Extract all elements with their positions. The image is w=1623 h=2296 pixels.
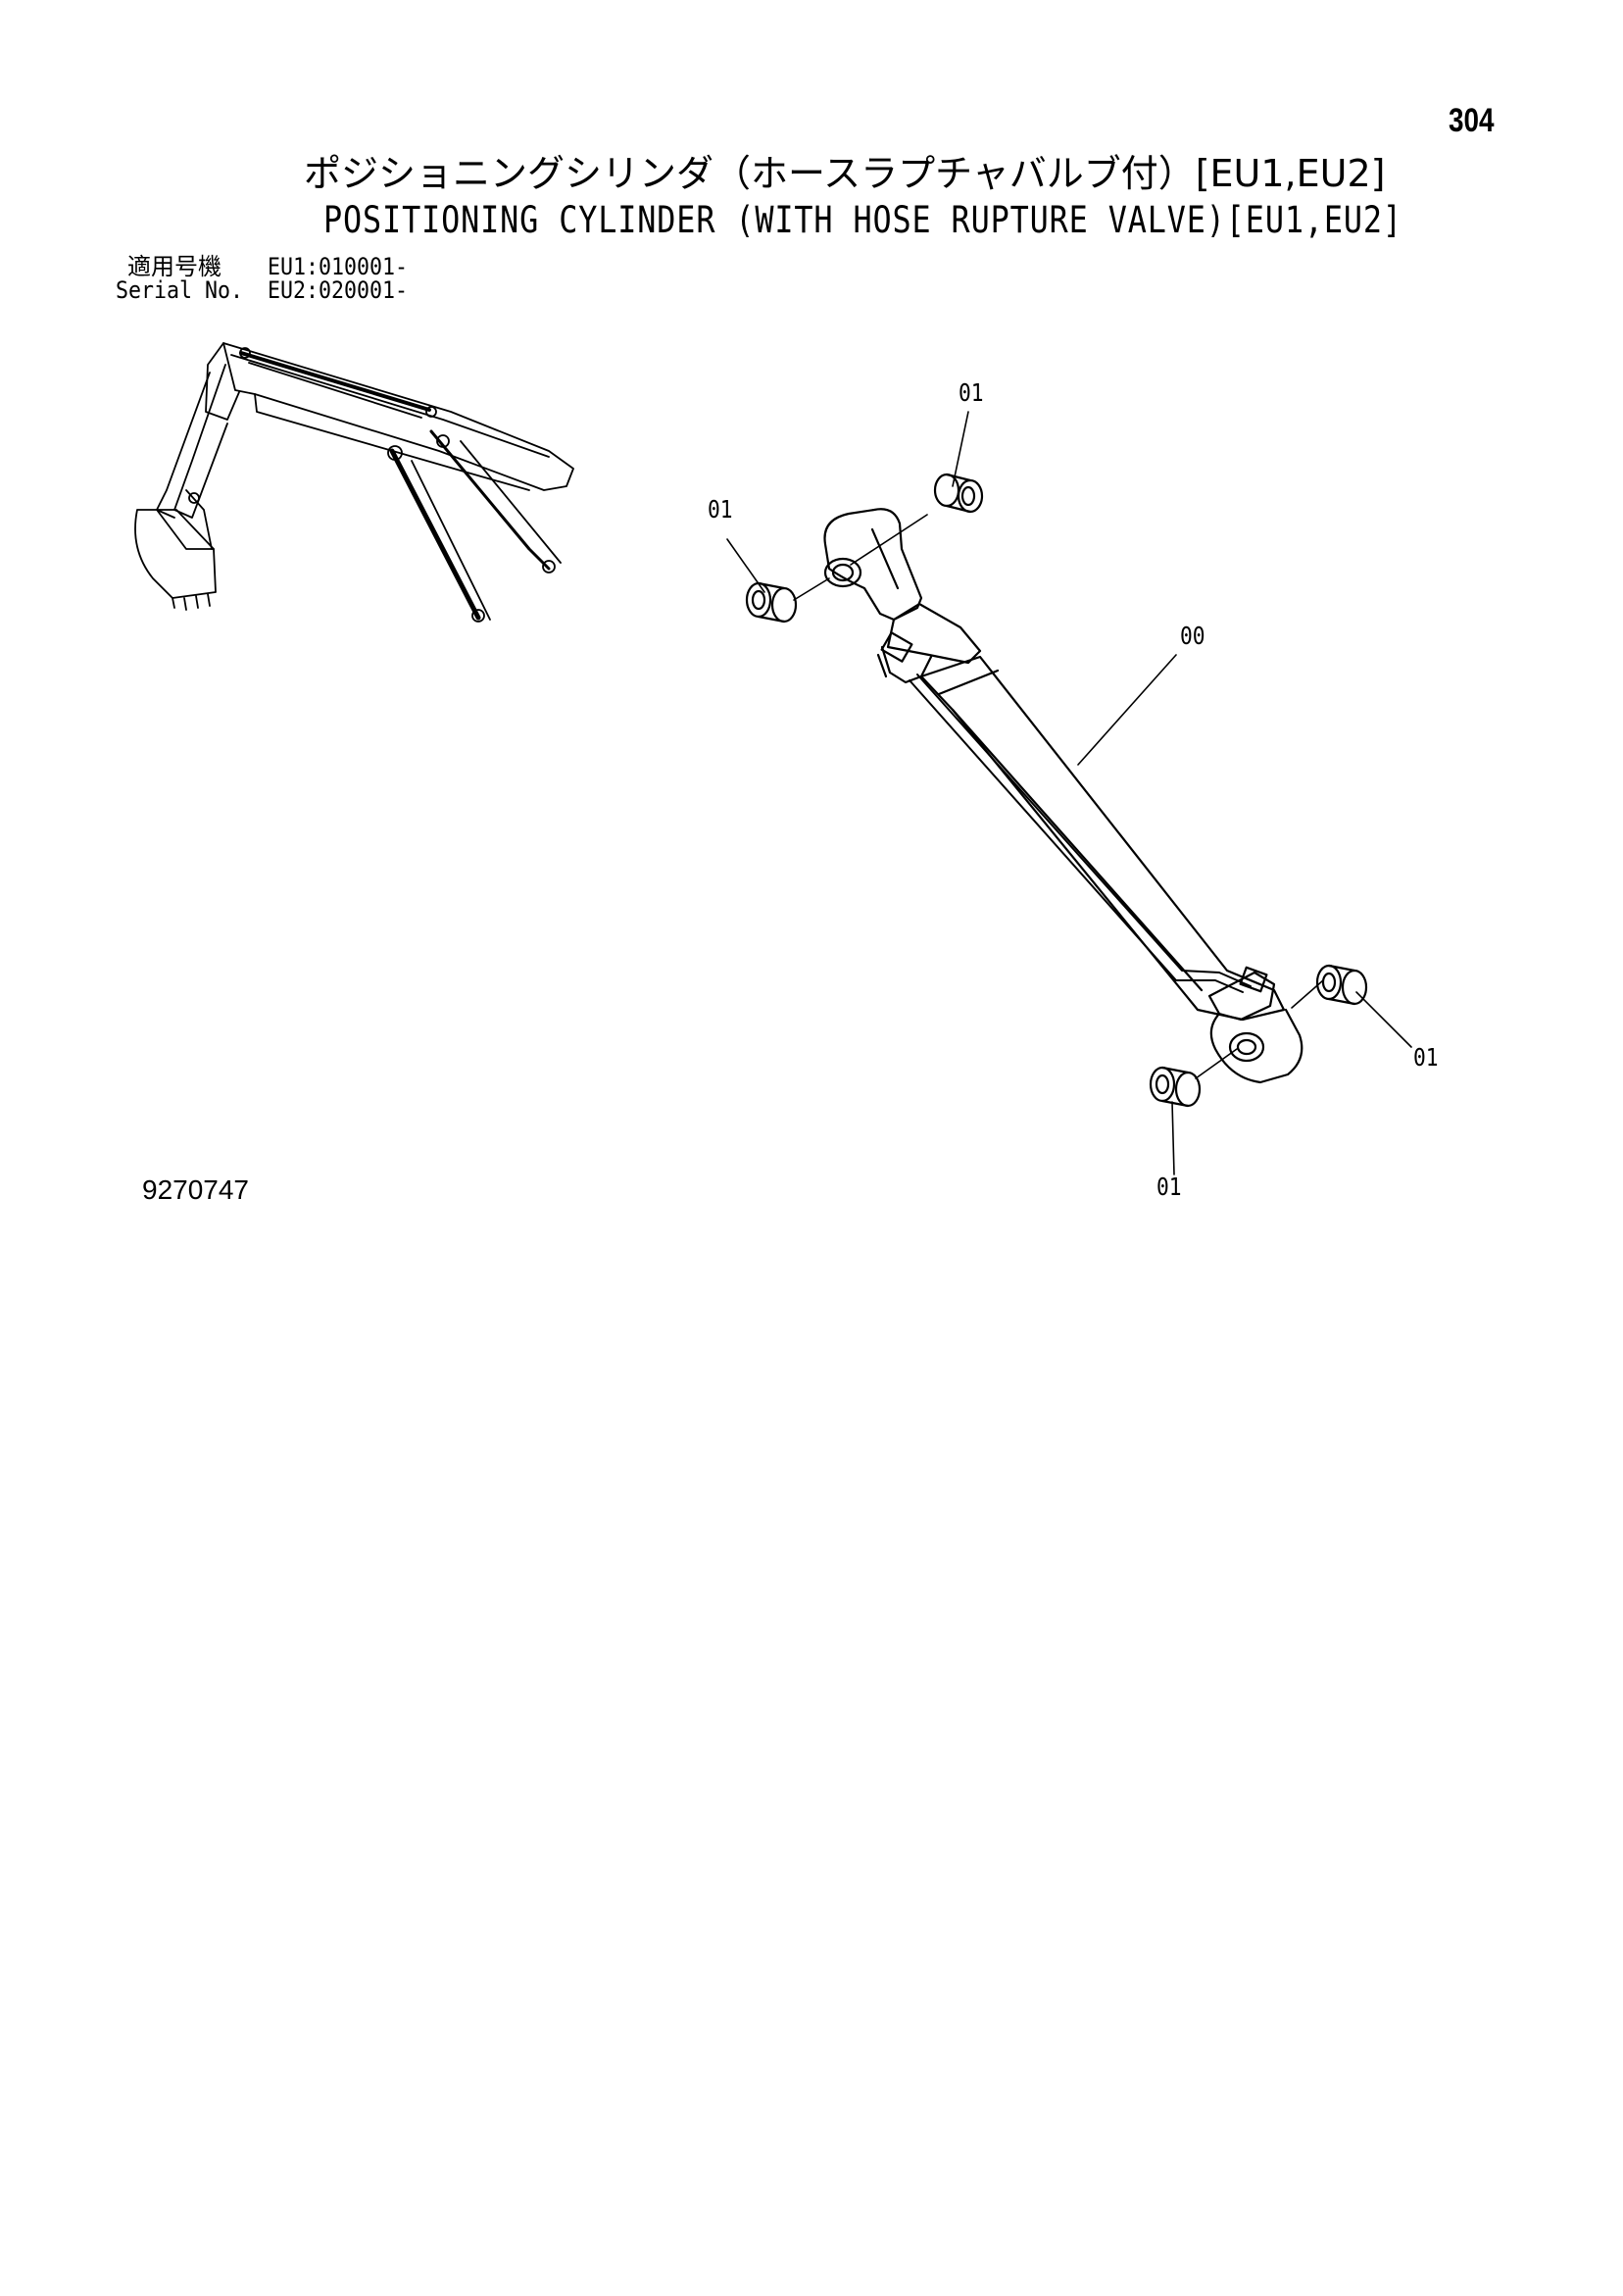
callout-cylinder: 00 (1180, 622, 1205, 650)
bushing-bottom-right (1315, 964, 1368, 1006)
leader-lines (726, 411, 1412, 1175)
page-title-japanese: ポジショニングシリンダ（ホースラプチャバルブ付）[EU1,EU2] (304, 152, 1386, 195)
page-title-english: POSITIONING CYLINDER (WITH HOSE RUPTURE … (323, 199, 1402, 241)
page-number: 304 (1449, 102, 1495, 139)
serial-label-japanese: 適用号機 (127, 253, 221, 280)
callout-bushing-bottom-left: 01 (1156, 1173, 1182, 1201)
positioning-cylinder (823, 508, 1303, 1084)
serial-range-eu1: EU1:010001- (268, 253, 409, 280)
callout-bushing-bottom-right: 01 (1413, 1043, 1439, 1072)
drawing-number: 9270747 (142, 1174, 250, 1205)
bushing-top-right (933, 473, 984, 514)
bushing-bottom-left (1149, 1066, 1202, 1108)
callout-bushing-top-left: 01 (708, 495, 733, 524)
serial-label-english: Serial No. (116, 276, 244, 304)
excavator-attachment-illustration (134, 342, 574, 623)
bushing-top-left (745, 581, 798, 624)
callout-bushing-top-right: 01 (959, 378, 984, 407)
serial-range-eu2: EU2:020001- (268, 276, 409, 304)
